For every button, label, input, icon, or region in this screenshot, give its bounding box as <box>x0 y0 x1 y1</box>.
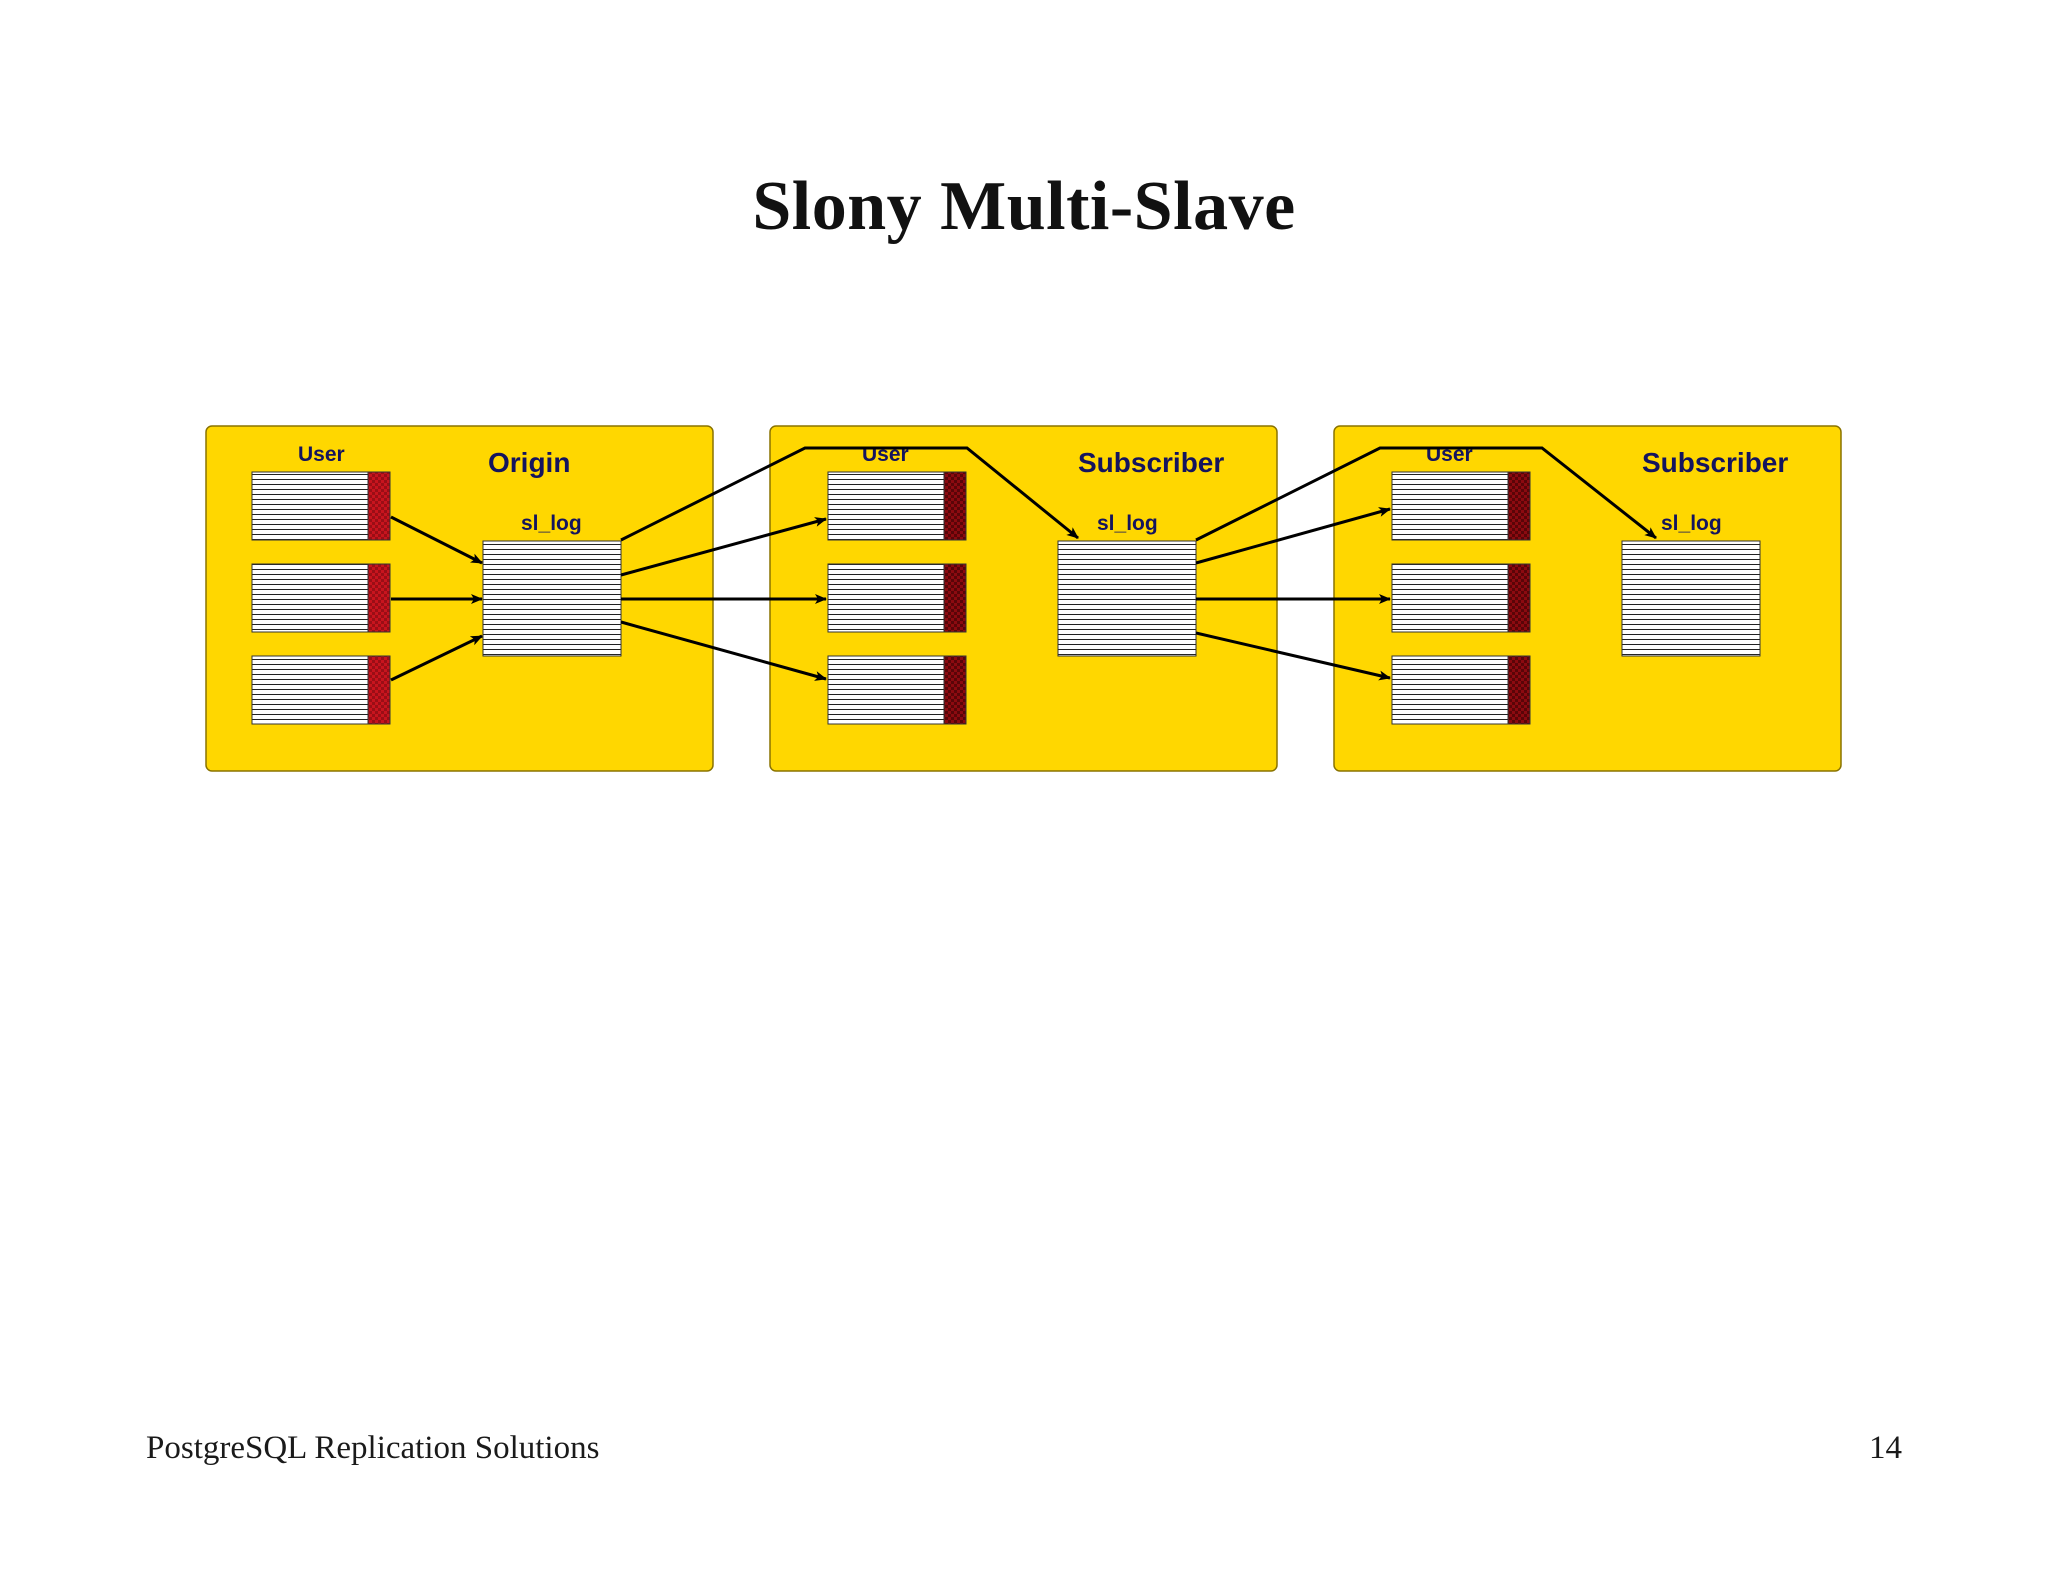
slide-title: Slony Multi-Slave <box>752 168 1296 245</box>
subscriber-1-title: Subscriber <box>1078 447 1224 478</box>
subscriber-node-1: User Subscriber sl_log <box>769 425 1278 772</box>
subscriber-1-user-table-2 <box>827 563 967 633</box>
arrow-origin-user3-to-log <box>390 634 483 682</box>
subscriber-2-title: Subscriber <box>1642 447 1788 478</box>
origin-log-label: sl_log <box>521 512 582 535</box>
subscriber-1-log-label: sl_log <box>1097 512 1158 535</box>
arrow-origin-log-to-sub1-table3 <box>620 620 827 681</box>
deny-access-marker <box>943 471 967 541</box>
replication-arrows <box>390 446 1657 682</box>
arrow-origin-log-to-sub1-log <box>620 446 1079 542</box>
origin-title: Origin <box>488 447 570 478</box>
subscriber-1-sl-log-table <box>1057 540 1197 657</box>
origin-user-table-2 <box>251 563 391 633</box>
arrow-sub1-log-to-sub2-table1 <box>1195 507 1391 565</box>
arrow-origin-log-to-sub1-table1 <box>620 517 827 577</box>
origin-user-label: User <box>298 443 345 466</box>
subscriber-1-user-table-3 <box>827 655 967 725</box>
deny-access-marker <box>1507 655 1531 725</box>
deny-access-marker <box>943 563 967 633</box>
origin-user-table-3 <box>251 655 391 725</box>
subscriber-2-sl-log-table <box>1621 540 1761 657</box>
replication-trigger-marker <box>367 471 391 541</box>
origin-sl-log-table <box>482 540 622 657</box>
page-number: 14 <box>1869 1430 1902 1466</box>
replication-trigger-marker <box>367 563 391 633</box>
arrow-origin-user1-to-log <box>390 515 483 565</box>
footer-presentation-title: PostgreSQL Replication Solutions <box>146 1430 600 1466</box>
subscriber-2-user-table-1 <box>1391 471 1531 541</box>
deny-access-marker <box>1507 563 1531 633</box>
deny-access-marker <box>1507 471 1531 541</box>
subscriber-2-user-table-2 <box>1391 563 1531 633</box>
arrow-sub1-log-to-sub2-table3 <box>1195 631 1391 681</box>
subscriber-2-user-table-3 <box>1391 655 1531 725</box>
subscriber-1-user-table-1 <box>827 471 967 541</box>
subscriber-2-log-label: sl_log <box>1661 512 1722 535</box>
replication-trigger-marker <box>367 655 391 725</box>
subscriber-node-2: User Subscriber sl_log <box>1333 425 1842 772</box>
subscriber-1-user-label: User <box>862 443 909 466</box>
origin-user-table-1 <box>251 471 391 541</box>
deny-access-marker <box>943 655 967 725</box>
arrow-sub1-log-to-sub2-log <box>1195 446 1657 542</box>
subscriber-2-user-label: User <box>1426 443 1473 466</box>
